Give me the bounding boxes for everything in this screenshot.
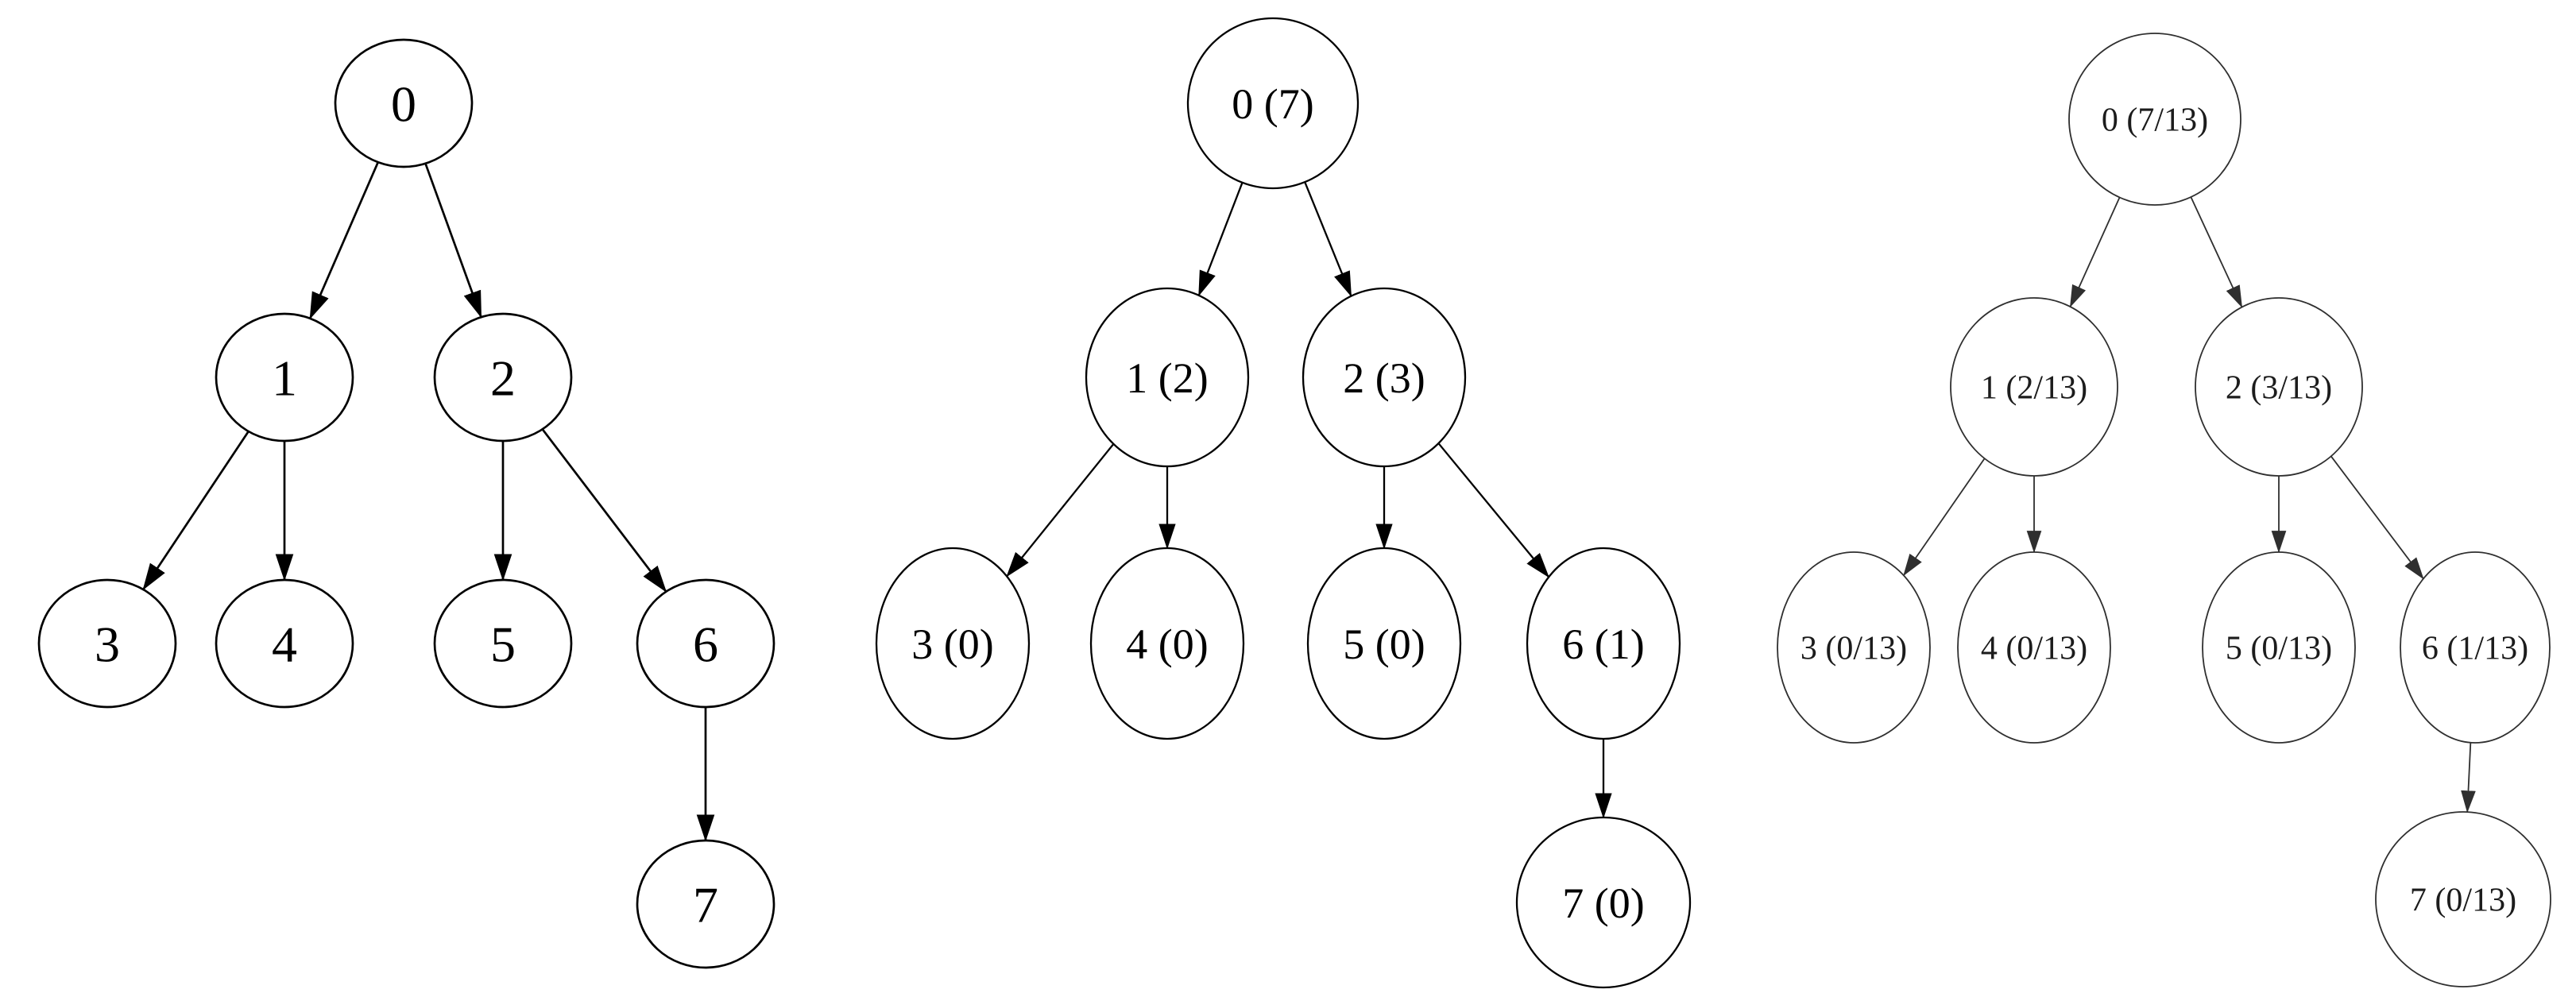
tree-subtree-counts-node-label-7: 7 (0) bbox=[1562, 879, 1644, 927]
tree-plain-labels-node-1: 1 bbox=[215, 312, 354, 442]
tree-subtree-counts-node-circle-5 bbox=[1306, 547, 1462, 740]
tree-probabilities-node-label-5: 5 (0/13) bbox=[2226, 631, 2332, 667]
tree-subtree-counts-node-circle-0 bbox=[1186, 17, 1360, 190]
tree-probabilities-node-circle-0 bbox=[2068, 33, 2241, 206]
tree-plain-labels-node-0: 0 bbox=[334, 38, 474, 168]
tree-subtree-counts-node-circle-6 bbox=[1526, 547, 1681, 740]
tree-probabilities-node-circle-7 bbox=[2375, 811, 2551, 987]
tree-subtree-counts-node-circle-2 bbox=[1302, 287, 1467, 468]
tree-subtree-counts: 0 (7) 1 (2) 2 (3) 3 (0) 4 (0) 5 (0) 6 (1) 7 (0) bbox=[875, 17, 1692, 989]
tree-plain-labels-node-label-7: 7 bbox=[693, 876, 718, 933]
tree-probabilities-node-3: 3 (0/13) bbox=[1777, 551, 1931, 744]
tree-plain-labels-node-3: 3 bbox=[37, 578, 177, 709]
tree-probabilities-node-6: 6 (1/13) bbox=[2400, 551, 2551, 744]
tree-probabilities-edge-2-6 bbox=[2330, 455, 2424, 580]
tree-probabilities-edge-6-7 bbox=[2461, 742, 2476, 813]
tree-subtree-counts-node-label-3: 3 (0) bbox=[911, 620, 993, 668]
tree-subtree-counts-edge-2-6 bbox=[1437, 442, 1550, 578]
tree-subtree-counts-node-3: 3 (0) bbox=[875, 547, 1031, 740]
tree-plain-labels-node-label-6: 6 bbox=[693, 616, 718, 672]
tree-plain-labels-edge-2-6 bbox=[541, 428, 667, 593]
tree-subtree-counts-node-label-4: 4 (0) bbox=[1126, 620, 1208, 668]
tree-plain-labels-node-7: 7 bbox=[636, 839, 776, 969]
tree-plain-labels-node-4: 4 bbox=[215, 578, 354, 709]
tree-probabilities-node-2: 2 (3/13) bbox=[2195, 297, 2363, 477]
tree-subtree-counts-node-circle-3 bbox=[875, 547, 1031, 740]
tree-subtree-counts-node-circle-4 bbox=[1089, 547, 1245, 740]
tree-plain-labels-node-circle-6 bbox=[636, 578, 776, 709]
tree-subtree-counts-node-label-1: 1 (2) bbox=[1126, 354, 1208, 402]
tree-subtree-counts-node-5: 5 (0) bbox=[1306, 547, 1462, 740]
tree-probabilities-node-circle-6 bbox=[2400, 551, 2551, 744]
tree-probabilities-node-label-2: 2 (3/13) bbox=[2226, 370, 2332, 407]
tree-probabilities-node-4: 4 (0/13) bbox=[1957, 551, 2111, 744]
tree-plain-labels-node-label-5: 5 bbox=[490, 616, 516, 672]
tree-probabilities-node-label-3: 3 (0/13) bbox=[1800, 631, 1907, 667]
tree-plain-labels-node-circle-4 bbox=[215, 578, 354, 709]
tree-subtree-counts-node-7: 7 (0) bbox=[1515, 816, 1692, 989]
tree-subtree-counts-node-label-0: 0 (7) bbox=[1232, 80, 1313, 128]
tree-plain-labels-node-circle-1 bbox=[215, 312, 354, 442]
tree-subtree-counts-edge-0-1 bbox=[1197, 182, 1244, 297]
tree-plain-labels-node-circle-3 bbox=[37, 578, 177, 709]
tree-subtree-counts-node-6: 6 (1) bbox=[1526, 547, 1681, 740]
tree-probabilities-edge-0-2 bbox=[2190, 196, 2243, 308]
tree-probabilities: 0 (7/13) 1 (2/13) 2 (3/13) 3 (0/13) 4 (0/13)… bbox=[1777, 33, 2551, 987]
tree-probabilities-edge-0-1 bbox=[2069, 197, 2121, 308]
tree-plain-labels-node-label-1: 1 bbox=[272, 350, 297, 406]
tree-subtree-counts-node-circle-1 bbox=[1085, 287, 1250, 468]
tree-probabilities-node-label-4: 4 (0/13) bbox=[1981, 631, 2087, 667]
tree-probabilities-node-7: 7 (0/13) bbox=[2375, 811, 2551, 987]
tree-probabilities-node-5: 5 (0/13) bbox=[2202, 551, 2356, 744]
tree-subtree-counts-node-1: 1 (2) bbox=[1085, 287, 1250, 468]
tree-probabilities-node-circle-1 bbox=[1950, 297, 2118, 477]
tree-probabilities-node-0: 0 (7/13) bbox=[2068, 33, 2241, 206]
tree-plain-labels-node-label-2: 2 bbox=[490, 350, 516, 406]
tree-plain-labels-node-label-0: 0 bbox=[391, 75, 416, 132]
tree-plain-labels-node-label-3: 3 bbox=[95, 616, 120, 672]
tree-plain-labels-node-5: 5 bbox=[433, 578, 573, 709]
tree-probabilities-node-label-1: 1 (2/13) bbox=[1981, 370, 2087, 407]
tree-plain-labels-edge-0-1 bbox=[309, 161, 379, 320]
tree-probabilities-edge-1-3 bbox=[1903, 458, 1986, 577]
tree-probabilities-node-circle-3 bbox=[1777, 551, 1931, 744]
tree-subtree-counts-node-label-2: 2 (3) bbox=[1343, 354, 1425, 402]
tree-subtree-counts-node-0: 0 (7) bbox=[1186, 17, 1360, 190]
tree-probabilities-node-circle-5 bbox=[2202, 551, 2356, 744]
tree-plain-labels-node-6: 6 bbox=[636, 578, 776, 709]
tree-probabilities-node-label-7: 7 (0/13) bbox=[2410, 883, 2516, 919]
tree-plain-labels: 0 1 2 3 4 5 6 7 bbox=[37, 38, 776, 969]
tree-subtree-counts-node-label-5: 5 (0) bbox=[1343, 620, 1425, 668]
tree-plain-labels-node-label-4: 4 bbox=[272, 616, 297, 672]
tree-probabilities-node-label-0: 0 (7/13) bbox=[2102, 102, 2208, 139]
tree-subtree-counts-edge-1-3 bbox=[1006, 443, 1115, 578]
tree-plain-labels-node-circle-0 bbox=[334, 38, 474, 168]
tree-plain-labels-node-circle-5 bbox=[433, 578, 573, 709]
tree-subtree-counts-edge-0-2 bbox=[1304, 181, 1352, 297]
tree-plain-labels-node-2: 2 bbox=[433, 312, 573, 442]
tree-subtree-counts-node-label-6: 6 (1) bbox=[1562, 620, 1644, 668]
tree-plain-labels-node-circle-7 bbox=[636, 839, 776, 969]
tree-probabilities-node-circle-4 bbox=[1957, 551, 2111, 744]
tree-subtree-counts-node-2: 2 (3) bbox=[1302, 287, 1467, 468]
tree-probabilities-node-1: 1 (2/13) bbox=[1950, 297, 2118, 477]
tree-plain-labels-node-circle-2 bbox=[433, 312, 573, 442]
tree-plain-labels-edge-0-2 bbox=[424, 163, 482, 319]
tree-subtree-counts-node-4: 4 (0) bbox=[1089, 547, 1245, 740]
tree-probabilities-node-circle-2 bbox=[2195, 297, 2363, 477]
tree-probabilities-node-label-6: 6 (1/13) bbox=[2422, 631, 2528, 667]
tree-plain-labels-edge-1-3 bbox=[142, 431, 249, 591]
tree-subtree-counts-node-circle-7 bbox=[1515, 816, 1692, 989]
